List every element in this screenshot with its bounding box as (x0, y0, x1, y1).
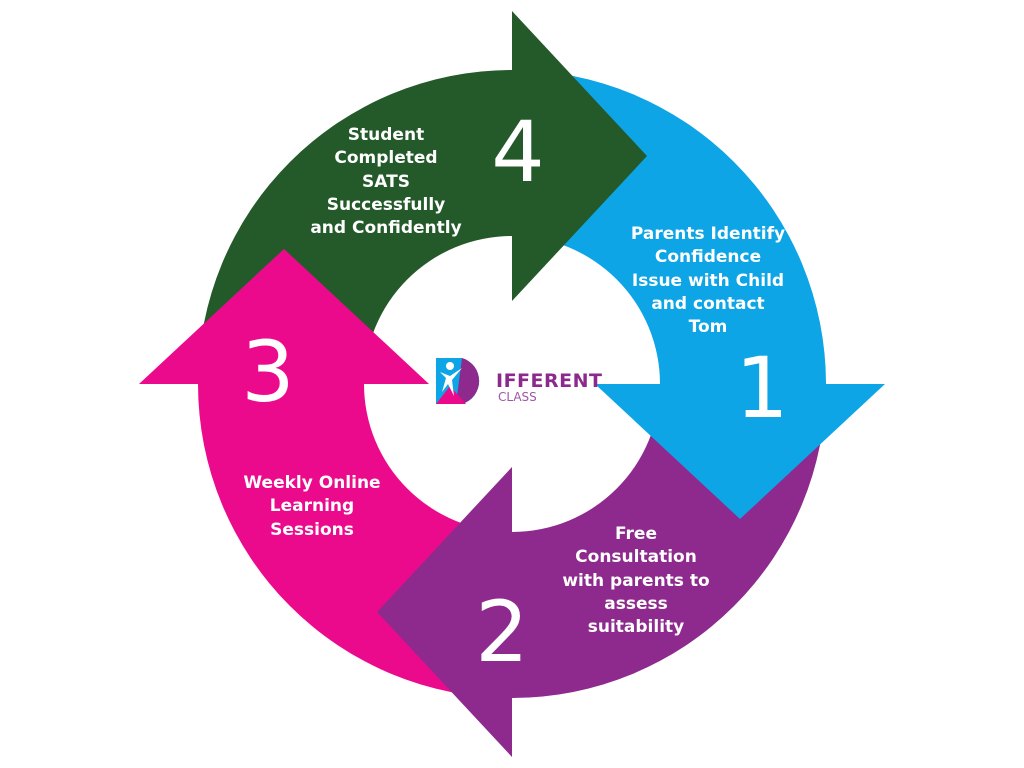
different-class-logo: IFFERENT CLASS (436, 356, 602, 408)
label-line: Issue with Child (631, 270, 785, 291)
label-line: Confidence (654, 247, 762, 268)
label-line: Successfully (326, 194, 446, 215)
label-line: Free (615, 524, 657, 544)
label-line: suitability (587, 617, 685, 638)
label-line: Student (347, 125, 425, 145)
step-3-arrowhead (139, 249, 429, 384)
label-line: and contact (651, 293, 765, 314)
label-line: Tom (688, 317, 728, 338)
logo-subword: CLASS (498, 390, 537, 404)
step-2-number: 2 (475, 583, 529, 681)
label-line: with parents to (562, 570, 710, 591)
label-line: Completed (334, 148, 438, 169)
logo-mark-icon (436, 358, 480, 404)
label-line: Learning (269, 496, 355, 517)
step-1-number: 1 (735, 339, 789, 437)
step-4-arrowhead (512, 11, 647, 301)
logo-word: IFFERENT (496, 370, 603, 392)
label-line: Weekly Online (243, 473, 381, 493)
label-line: Parents Identify (630, 224, 786, 244)
label-line: and Confidently (310, 218, 462, 239)
label-line: SATS (362, 171, 410, 192)
label-line: Consultation (575, 547, 697, 568)
step-2-arrowhead (377, 467, 512, 757)
label-line: assess (604, 593, 668, 614)
label-line: Sessions (270, 519, 354, 540)
step-1-arrowhead (595, 384, 885, 519)
step-4-number: 4 (491, 103, 545, 201)
step-3-number: 3 (241, 323, 295, 421)
